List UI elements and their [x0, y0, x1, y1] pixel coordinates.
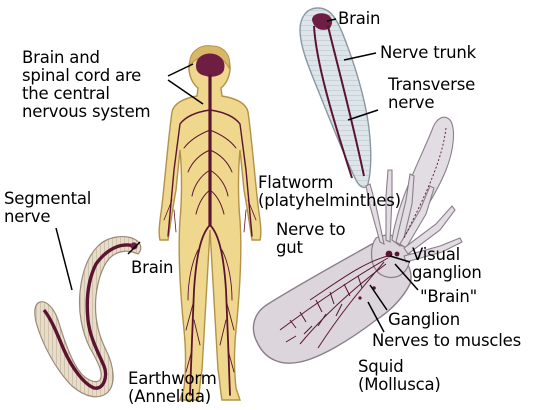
leader-lines — [55, 18, 419, 333]
nerve-to-gut-label: Nerve to gut — [276, 220, 346, 257]
flatworm-figure — [299, 7, 372, 189]
human-brain — [196, 53, 225, 77]
earthworm-nerve-cord — [42, 243, 135, 390]
squid-brain-label: "Brain" — [420, 287, 478, 306]
nerves-to-muscles-label: Nerves to muscles — [372, 331, 521, 350]
human-caption-label: Brain and spinal cord are the central ne… — [22, 48, 151, 121]
squid-caption-label: Squid (Mollusca) — [358, 357, 441, 394]
visual-ganglion-label: Visual ganglion — [412, 245, 482, 282]
flatworm-brain-label: Brain — [338, 9, 381, 28]
human-nerves — [163, 74, 257, 396]
human-figure — [158, 45, 262, 401]
transverse-nerve-label: Transverse nerve — [388, 75, 476, 112]
squid-nerves — [279, 255, 389, 349]
ganglion-label: Ganglion — [388, 310, 460, 329]
segmental-nerve-label: Segmental nerve — [4, 189, 92, 226]
flatworm-brain — [312, 13, 333, 30]
squid-tentacles — [365, 116, 463, 263]
nerve-trunk-label: Nerve trunk — [380, 43, 476, 62]
earthworm-caption-label: Earthworm (Annelida) — [128, 369, 217, 406]
earthworm-figure — [34, 236, 142, 398]
earthworm-brain-label: Brain — [131, 258, 174, 277]
flatworm-caption-label: Flatworm (platyhelminthes) — [258, 173, 401, 210]
earthworm-brain — [130, 242, 138, 250]
flatworm-nerve-trunks — [313, 25, 365, 179]
